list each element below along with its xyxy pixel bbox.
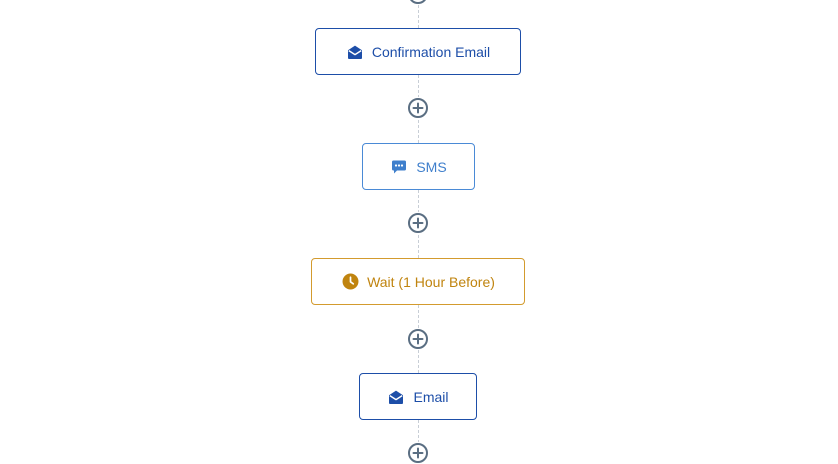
node-label: Confirmation Email [371,43,491,60]
chat-bubble-icon [390,158,408,176]
add-step-button-2[interactable] [407,212,429,234]
plus-circle-icon [408,443,428,463]
add-step-button-top[interactable] [407,0,429,5]
workflow-node-email[interactable]: Email [359,373,477,420]
plus-circle-icon [408,98,428,118]
workflow-node-sms[interactable]: SMS [362,143,475,190]
envelope-open-icon [387,388,405,406]
workflow-node-confirmation-email[interactable]: Confirmation Email [315,28,521,75]
envelope-open-icon [346,43,364,61]
add-step-button-3[interactable] [407,328,429,350]
clock-icon [341,273,359,291]
node-label: SMS [416,158,447,175]
plus-circle-icon [408,329,428,349]
add-step-button-bottom[interactable] [407,442,429,464]
plus-circle-icon [408,213,428,233]
node-label: Email [413,388,449,405]
workflow-node-wait[interactable]: Wait (1 Hour Before) [311,258,525,305]
add-step-button-1[interactable] [407,97,429,119]
node-label: Wait (1 Hour Before) [367,273,495,290]
plus-circle-icon [410,0,426,4]
